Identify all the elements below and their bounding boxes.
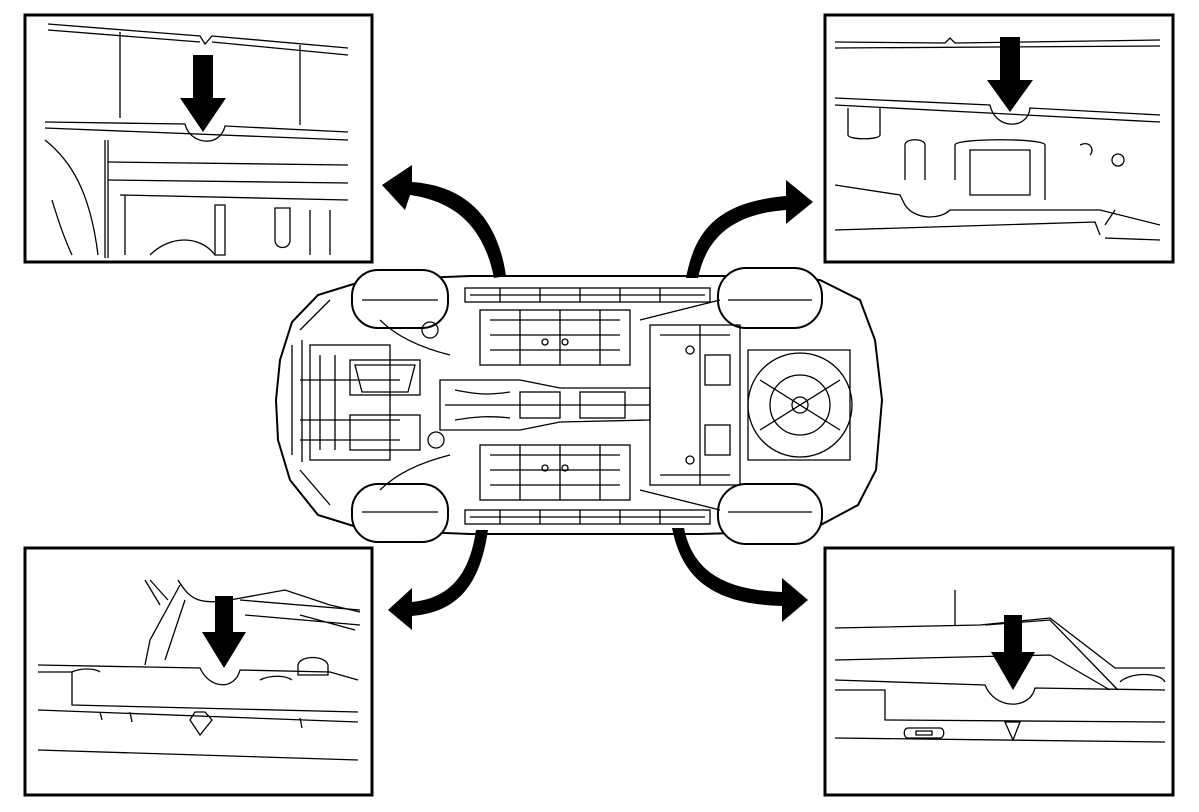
lift-point-arrow-icon xyxy=(991,615,1035,690)
detail-rear-right-lift-point xyxy=(823,546,1175,797)
front-left-wheel xyxy=(351,269,449,329)
arrow-to-front-right-detail xyxy=(388,530,488,630)
vehicle-underbody xyxy=(274,267,884,545)
arrow-to-rear-left-detail xyxy=(686,180,813,278)
front-right-wheel xyxy=(351,483,449,543)
detail-front-left-lift-point xyxy=(23,13,374,264)
rear-suspension xyxy=(639,299,741,511)
rear-right-wheel xyxy=(717,483,823,545)
exhaust-tunnel xyxy=(439,379,651,431)
arrow-to-rear-right-detail xyxy=(672,528,808,622)
lift-point-arrow-icon xyxy=(202,596,246,668)
lift-point-arrow-icon xyxy=(987,37,1033,112)
arrow-to-front-left-detail xyxy=(382,165,506,278)
engine-cradle xyxy=(300,319,451,491)
lift-point-arrow-icon xyxy=(180,55,226,132)
floor-pans xyxy=(479,309,631,501)
callout-arrows xyxy=(382,165,813,630)
spare-tire-well xyxy=(747,349,853,461)
detail-rear-left-lift-point xyxy=(823,13,1175,264)
rear-left-wheel xyxy=(717,267,823,329)
detail-front-right-lift-point xyxy=(23,546,374,797)
rocker-panels xyxy=(464,287,711,525)
